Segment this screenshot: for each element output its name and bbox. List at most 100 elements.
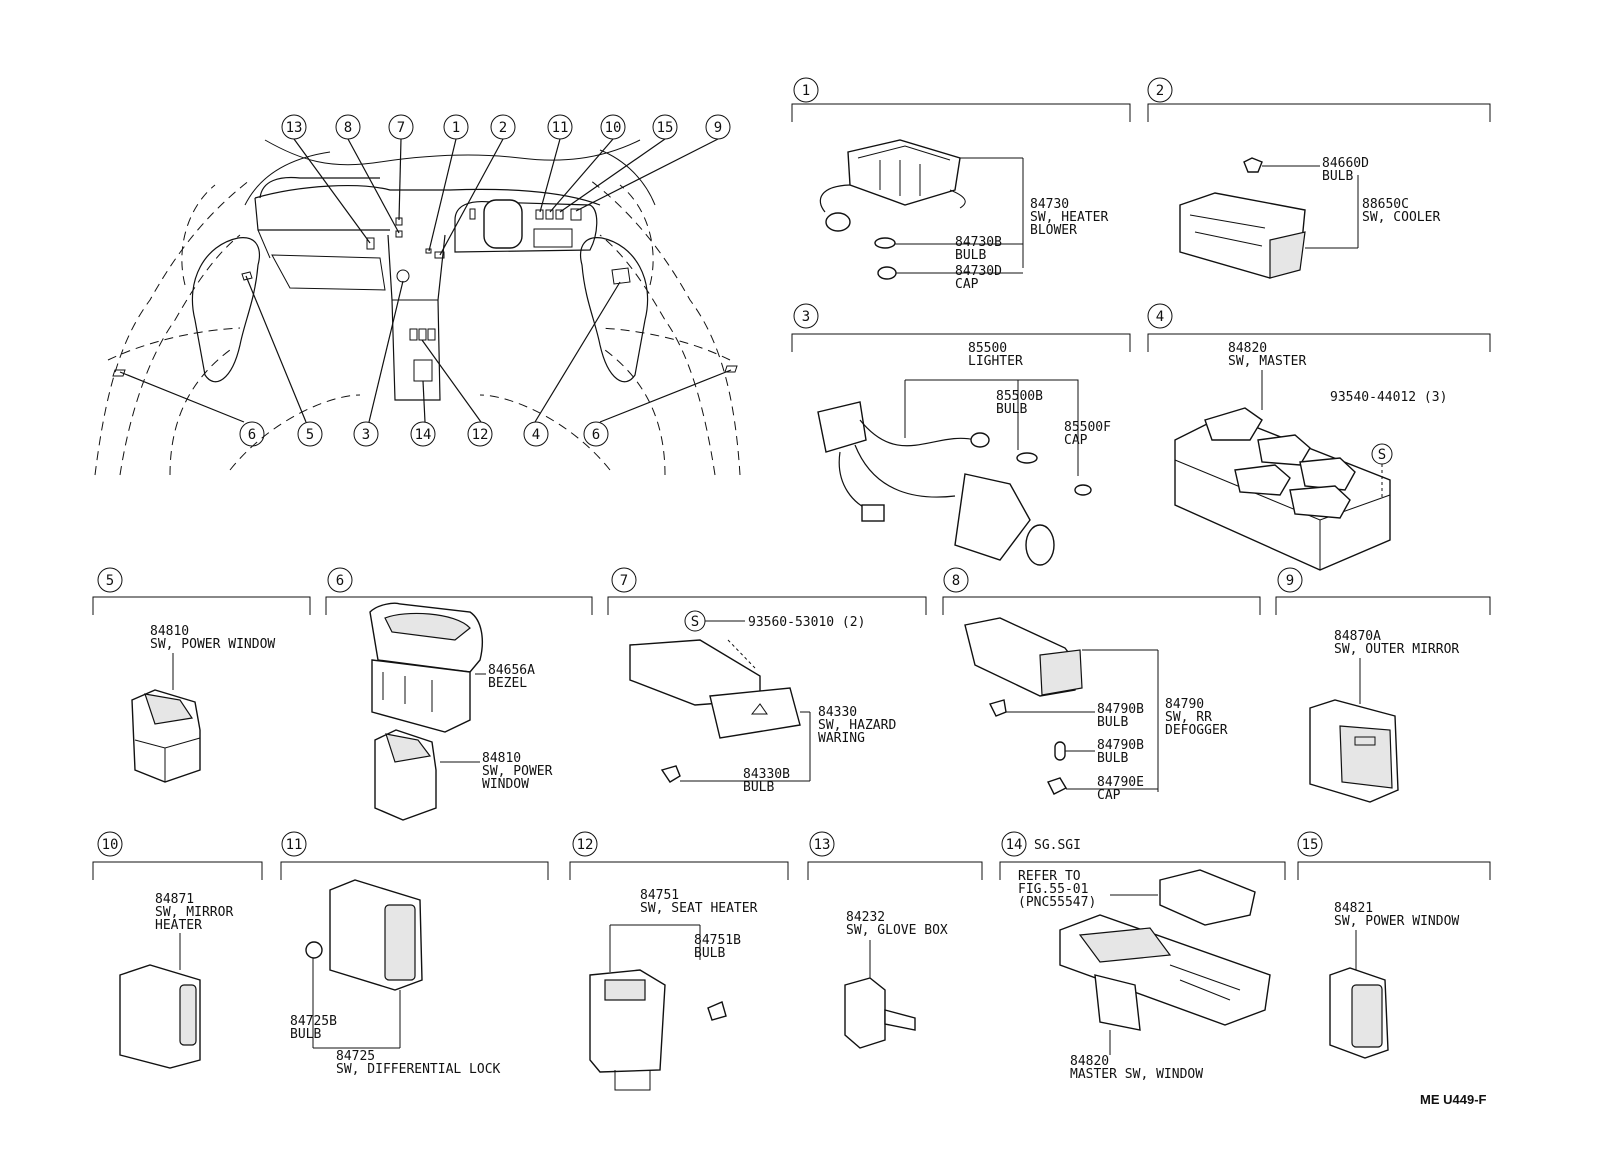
svg-text:84790B: 84790B — [1097, 738, 1144, 753]
svg-text:85500F: 85500F — [1064, 420, 1111, 435]
svg-text:BULB: BULB — [996, 402, 1027, 417]
svg-text:REFER TO: REFER TO — [1018, 869, 1081, 884]
svg-text:7: 7 — [397, 120, 405, 136]
svg-text:84751B: 84751B — [694, 933, 741, 948]
svg-text:BEZEL: BEZEL — [488, 676, 527, 691]
section-13: 13 84232 SW, GLOVE BOX — [807, 831, 983, 1049]
svg-text:84725B: 84725B — [290, 1014, 337, 1029]
svg-text:1: 1 — [452, 120, 460, 136]
svg-text:SW, MIRROR: SW, MIRROR — [155, 905, 233, 920]
svg-text:84232: 84232 — [846, 910, 885, 925]
callout-7: 7 — [388, 114, 414, 140]
svg-text:SW, HEATER: SW, HEATER — [1030, 210, 1108, 225]
figure-code: ME U449-F — [1420, 1092, 1487, 1107]
svg-text:WINDOW: WINDOW — [482, 777, 529, 792]
svg-text:SW, HAZARD: SW, HAZARD — [818, 718, 896, 733]
svg-text:SW, SEAT HEATER: SW, SEAT HEATER — [640, 901, 758, 916]
svg-text:10: 10 — [605, 120, 622, 136]
svg-text:9: 9 — [1286, 573, 1294, 589]
svg-text:84330B: 84330B — [743, 767, 790, 782]
callout-10: 10 — [600, 114, 626, 140]
svg-text:15: 15 — [1302, 837, 1319, 853]
svg-text:11: 11 — [552, 120, 569, 136]
svg-text:84725: 84725 — [336, 1049, 375, 1064]
svg-text:10: 10 — [102, 837, 119, 853]
svg-text:4: 4 — [1156, 309, 1164, 325]
svg-text:2: 2 — [1156, 83, 1164, 99]
section-8: 8 84790B BULB 84790 SW, RR DEFOGGER 8479… — [942, 567, 1261, 803]
svg-text:BULB: BULB — [1097, 715, 1128, 730]
svg-text:SW, GLOVE BOX: SW, GLOVE BOX — [846, 923, 948, 938]
svg-text:SW, POWER: SW, POWER — [482, 764, 553, 779]
svg-text:13: 13 — [814, 837, 831, 853]
callout-1: 1 — [443, 114, 469, 140]
svg-text:9: 9 — [714, 120, 722, 136]
svg-text:CAP: CAP — [1097, 788, 1121, 803]
svg-text:S: S — [1378, 447, 1386, 463]
svg-text:BULB: BULB — [955, 248, 986, 263]
svg-text:BULB: BULB — [743, 780, 774, 795]
svg-text:84810: 84810 — [150, 624, 189, 639]
svg-text:84730B: 84730B — [955, 235, 1002, 250]
svg-text:84790E: 84790E — [1097, 775, 1144, 790]
svg-text:84870A: 84870A — [1334, 629, 1381, 644]
svg-text:8: 8 — [344, 120, 352, 136]
svg-text:84660D: 84660D — [1322, 156, 1369, 171]
section-6: 6 84656A BEZEL 84810 SW, POWER WINDOW — [325, 567, 593, 821]
svg-text:FIG.55-01: FIG.55-01 — [1018, 882, 1088, 897]
section-10: 10 84871 SW, MIRROR HEATER — [92, 831, 263, 1069]
callout-15: 15 — [652, 114, 678, 140]
svg-text:5: 5 — [106, 573, 114, 589]
svg-text:84330: 84330 — [818, 705, 857, 720]
svg-text:12: 12 — [472, 427, 489, 443]
section-3: 3 85500 LIGHTER 85500B BULB 85500F CAP — [791, 303, 1131, 566]
svg-text:12: 12 — [577, 837, 594, 853]
section-12: 12 84751 SW, SEAT HEATER 84751B BULB — [569, 831, 789, 1091]
svg-text:BULB: BULB — [694, 946, 725, 961]
svg-text:6: 6 — [248, 427, 256, 443]
svg-text:SW, OUTER MIRROR: SW, OUTER MIRROR — [1334, 642, 1459, 657]
callout-13: 13 — [281, 114, 307, 140]
section-2: 2 84660D BULB 88650C SW, COOLER — [1147, 77, 1491, 279]
section-7: 7 S 93560-53010 (2) 84330 SW, HAZARD WAR… — [607, 567, 927, 795]
callout-2: 2 — [490, 114, 516, 140]
section-11: 11 84725B BULB 84725 SW, DIFFERENTIAL LO… — [280, 831, 549, 1077]
svg-text:88650C: 88650C — [1362, 197, 1409, 212]
svg-text:84820: 84820 — [1070, 1054, 1109, 1069]
svg-text:93560-53010 (2): 93560-53010 (2) — [748, 615, 865, 630]
svg-text:84820: 84820 — [1228, 341, 1267, 356]
section-15: 15 84821 SW, POWER WINDOW — [1297, 831, 1491, 1059]
svg-text:3: 3 — [802, 309, 810, 325]
callout-6-right: 6 — [583, 421, 609, 447]
svg-text:CAP: CAP — [1064, 433, 1088, 448]
svg-text:84751: 84751 — [640, 888, 679, 903]
svg-text:8: 8 — [952, 573, 960, 589]
svg-text:WARING: WARING — [818, 731, 865, 746]
section-5: 5 84810 SW, POWER WINDOW — [92, 567, 311, 783]
svg-text:11: 11 — [286, 837, 303, 853]
callout-8: 8 — [335, 114, 361, 140]
svg-text:84810: 84810 — [482, 751, 521, 766]
svg-text:5: 5 — [306, 427, 314, 443]
svg-text:BULB: BULB — [290, 1027, 321, 1042]
svg-text:85500: 85500 — [968, 341, 1007, 356]
callout-3: 3 — [353, 421, 379, 447]
callout-9: 9 — [705, 114, 731, 140]
svg-text:7: 7 — [620, 573, 628, 589]
svg-text:LIGHTER: LIGHTER — [968, 354, 1023, 369]
svg-text:14: 14 — [1006, 837, 1023, 853]
callout-11: 11 — [547, 114, 573, 140]
svg-text:SG.SGI: SG.SGI — [1034, 838, 1081, 853]
svg-text:SW, POWER WINDOW: SW, POWER WINDOW — [150, 637, 275, 652]
callout-6-left: 6 — [239, 421, 265, 447]
svg-text:SW, COOLER: SW, COOLER — [1362, 210, 1440, 225]
section-1: 1 84730 SW, HEATER BLOWER 84730B BULB 84… — [791, 77, 1131, 292]
svg-text:S: S — [691, 614, 699, 630]
svg-text:HEATER: HEATER — [155, 918, 202, 933]
overview-callouts: 13 8 7 1 2 11 10 15 9 6 5 3 14 12 4 6 — [239, 114, 731, 447]
svg-text:84821: 84821 — [1334, 901, 1373, 916]
svg-text:BULB: BULB — [1097, 751, 1128, 766]
svg-text:CAP: CAP — [955, 277, 979, 292]
svg-text:SW, DIFFERENTIAL LOCK: SW, DIFFERENTIAL LOCK — [336, 1062, 501, 1077]
